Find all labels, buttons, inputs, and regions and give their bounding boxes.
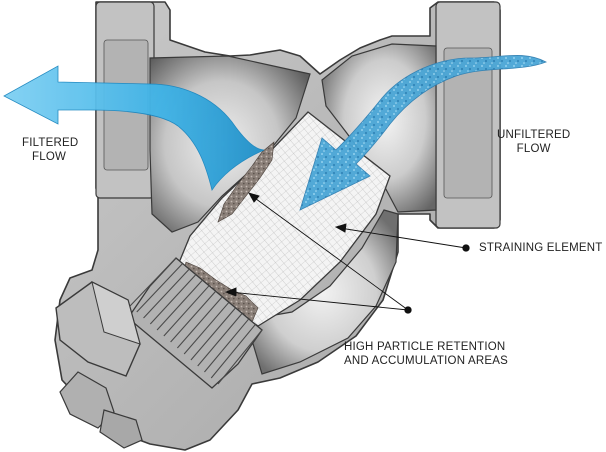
thread-line: [190, 307, 236, 361]
thread-line: [136, 263, 184, 313]
thread-line: [163, 285, 210, 337]
thread-line: [129, 257, 177, 307]
unfiltered-flow-label-line2: FLOW: [516, 143, 551, 155]
thread-line: [143, 268, 190, 319]
thread-line: [156, 279, 203, 331]
unfiltered-flow-label: UNFILTERED FLOW: [497, 128, 570, 156]
drain-nipple: [59, 371, 115, 429]
thread-line: [183, 301, 230, 355]
filtered-flow-arrow: [3, 65, 265, 191]
retention-areas-label-line1: HIGH PARTICLE RETENTION: [344, 341, 506, 353]
retention-areas-label: HIGH PARTICLE RETENTION AND ACCUMULATION…: [344, 340, 508, 368]
filtered-flow-label-line2: FLOW: [32, 151, 67, 163]
cap-threads: [129, 257, 263, 385]
thread-line: [217, 329, 263, 385]
filtered-flow-label: FILTERED FLOW: [22, 136, 78, 164]
thread-line: [176, 296, 223, 349]
unfiltered-flow-label-line1: UNFILTERED: [497, 129, 571, 141]
debris-top: [217, 141, 275, 223]
thread-line: [170, 290, 217, 343]
unfiltered-flow-arrow: [299, 54, 547, 211]
thread-line: [149, 274, 197, 325]
lower-cavity: [245, 209, 399, 375]
retention-areas-label-line2: AND ACCUMULATION AREAS: [344, 355, 508, 367]
thread-line: [210, 324, 256, 379]
thread-line: [204, 318, 250, 373]
leader-lines: [224, 192, 470, 314]
threaded-cap: [55, 257, 263, 449]
straining-element-label: STRAINING ELEMENT: [479, 242, 603, 254]
thread-line: [197, 313, 243, 367]
filtered-flow-label-line1: FILTERED: [22, 137, 79, 149]
